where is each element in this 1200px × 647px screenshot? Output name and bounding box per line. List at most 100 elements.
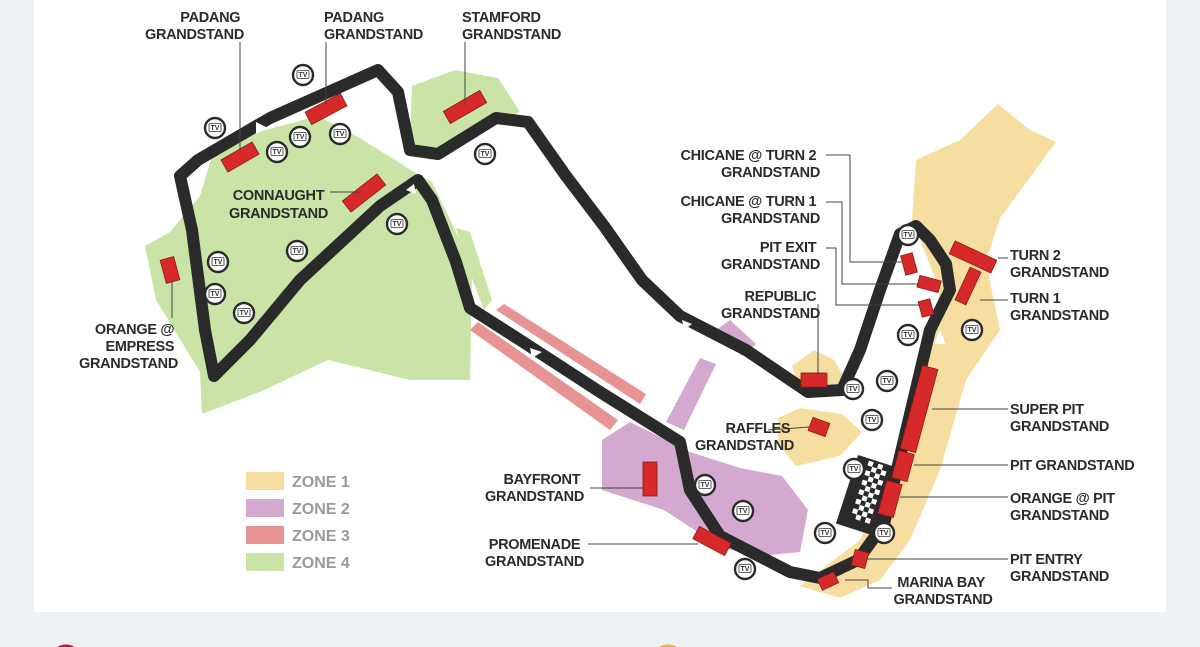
svg-text:ZONE 1: ZONE 1 — [292, 474, 350, 491]
orange-empress-block — [159, 256, 181, 284]
connaught-block — [341, 173, 387, 213]
label-padang-2: PADANG GRANDSTAND — [324, 10, 423, 43]
svg-text:ZONE 2: ZONE 2 — [292, 501, 350, 518]
label-promenade: PROMENADE GRANDSTAND — [485, 537, 584, 570]
label-chicane-turn-2: CHICANE @ TURN 2 GRANDSTAND — [680, 148, 820, 181]
svg-text:TV: TV — [211, 125, 220, 132]
grandstand-labels: PADANG GRANDSTAND PADANG GRANDSTAND STAM… — [79, 10, 1135, 608]
tv-icon: TV — [473, 142, 497, 166]
track-outline — [174, 64, 956, 584]
svg-text:TV: TV — [214, 259, 223, 266]
svg-text:TV: TV — [296, 134, 305, 141]
tv-icon: TV — [842, 457, 866, 481]
pit-block — [891, 449, 915, 483]
svg-text:TV: TV — [701, 482, 710, 489]
track-arrow-4 — [406, 184, 416, 194]
svg-text:TV: TV — [883, 378, 892, 385]
tv-icon: TV — [203, 116, 227, 140]
track-arrow-3 — [682, 320, 692, 330]
svg-text:TV: TV — [273, 149, 282, 156]
turn-1-block — [954, 266, 982, 306]
bottom-strip — [0, 612, 1200, 647]
svg-text:TV: TV — [393, 221, 402, 228]
zone-3-strip-1 — [496, 304, 646, 404]
marina-bay-block — [816, 571, 840, 591]
tv-icon: TV — [203, 282, 227, 306]
leader-lines — [171, 42, 1008, 589]
svg-text:TV: TV — [904, 232, 913, 239]
svg-text:TV: TV — [240, 310, 249, 317]
zone-3-strip-2 — [470, 322, 618, 430]
svg-text:ZONE 3: ZONE 3 — [292, 528, 350, 545]
svg-text:TV: TV — [293, 248, 302, 255]
bottom-decor-circle-1 — [57, 644, 75, 647]
raffles-block — [807, 416, 831, 438]
padang-2-block — [304, 92, 348, 126]
promenade-block — [692, 525, 732, 557]
tv-icon: TV — [960, 318, 984, 342]
zone-3-area — [470, 304, 646, 430]
legend-zone-2: ZONE 2 — [246, 499, 350, 518]
svg-text:TV: TV — [741, 566, 750, 573]
svg-text:TV: TV — [850, 466, 859, 473]
track-arrow-1 — [256, 122, 268, 134]
tv-icon: TV — [206, 250, 230, 274]
label-stamford: STAMFORD GRANDSTAND — [462, 10, 561, 43]
tv-icon: TV — [896, 323, 920, 347]
tv-icon: TV — [693, 473, 717, 497]
tv-icon: TV — [328, 122, 352, 146]
chicane-2-block — [900, 252, 918, 276]
stamford-block — [442, 89, 488, 125]
tv-icon: TV — [733, 557, 757, 581]
pit-entry-block — [850, 548, 870, 570]
zone-2-stripe-1 — [666, 358, 716, 430]
orange-pit-block — [877, 480, 903, 518]
label-turn-2: TURN 2 GRANDSTAND — [1010, 248, 1109, 281]
svg-text:TV: TV — [880, 530, 889, 537]
label-republic: REPUBLIC GRANDSTAND — [721, 289, 820, 322]
tv-icon: TV — [288, 125, 312, 149]
tv-icon: TV — [841, 377, 865, 401]
bottom-decor-circle-2 — [659, 644, 677, 647]
label-raffles: RAFFLES GRANDSTAND — [695, 421, 794, 454]
tv-icon: TV — [860, 408, 884, 432]
tv-icon: TV — [875, 369, 899, 393]
label-super-pit: SUPER PIT GRANDSTAND — [1010, 402, 1109, 435]
tv-icon: TV — [731, 499, 755, 523]
label-padang-1: PADANG GRANDSTAND — [145, 10, 244, 43]
svg-text:TV: TV — [868, 417, 877, 424]
label-orange-empress: ORANGE @ EMPRESS GRANDSTAND — [79, 322, 178, 372]
tv-icon: TV — [813, 521, 837, 545]
zone-1-raffles — [778, 408, 862, 466]
svg-text:ZONE 4: ZONE 4 — [292, 555, 350, 572]
label-bayfront: BAYFRONT GRANDSTAND — [485, 472, 584, 505]
svg-text:TV: TV — [481, 151, 490, 158]
chicane-1-block — [916, 274, 942, 294]
label-turn-1: TURN 1 GRANDSTAND — [1010, 291, 1109, 324]
svg-text:TV: TV — [821, 530, 830, 537]
svg-text:TV: TV — [968, 327, 977, 334]
track-arrow-2 — [530, 348, 542, 358]
tv-icon: TV — [896, 223, 920, 247]
svg-text:TV: TV — [849, 386, 858, 393]
svg-text:TV: TV — [904, 332, 913, 339]
tv-icons: TV TV TV TV TV TV TV TV TV TV TV TV TV T… — [203, 63, 984, 581]
turn-2-block — [948, 240, 998, 274]
tv-icon: TV — [291, 63, 315, 87]
legend-zone-3: ZONE 3 — [246, 526, 350, 545]
republic-block — [800, 372, 828, 388]
label-connaught: CONNAUGHT GRANDSTAND — [229, 188, 328, 222]
tv-icon: TV — [232, 301, 256, 325]
tv-icon: TV — [285, 239, 309, 263]
svg-text:TV: TV — [336, 131, 345, 138]
label-chicane-turn-1: CHICANE @ TURN 1 GRANDSTAND — [680, 194, 820, 227]
label-pit-entry: PIT ENTRY GRANDSTAND — [1010, 552, 1109, 585]
label-pit: PIT GRANDSTAND — [1010, 458, 1134, 474]
legend-zone-4: ZONE 4 — [246, 553, 350, 572]
pit-exit-block — [917, 298, 935, 318]
zone-4-east-strip — [456, 228, 492, 310]
svg-text:TV: TV — [739, 508, 748, 515]
tv-icon: TV — [265, 140, 289, 164]
label-pit-exit: PIT EXIT GRANDSTAND — [721, 240, 820, 273]
